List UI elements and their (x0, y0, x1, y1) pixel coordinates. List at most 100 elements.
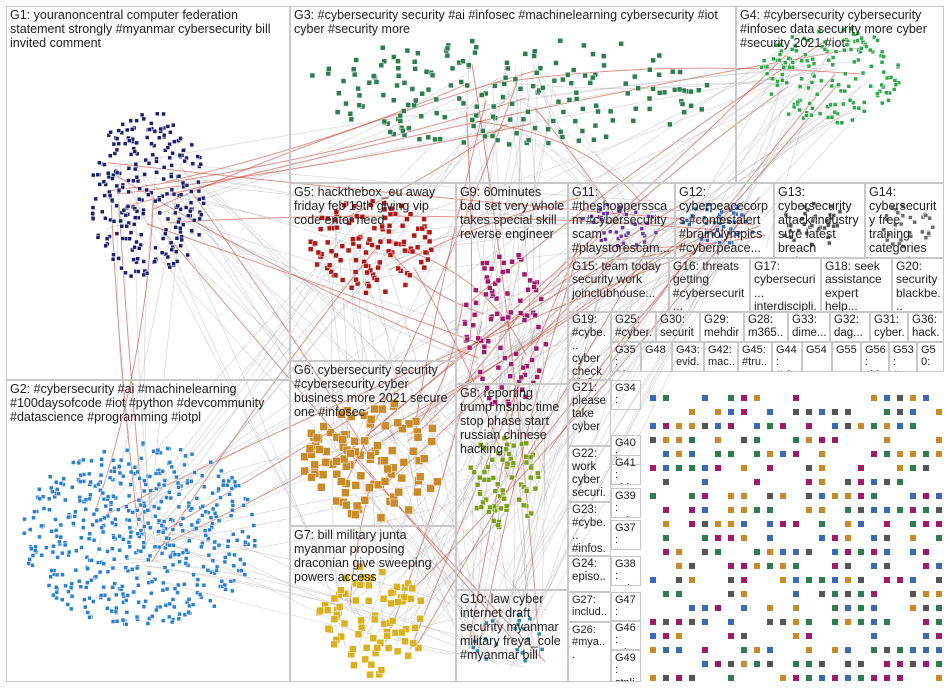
graph-node (806, 465, 812, 471)
group-label: G39: cyb... (615, 490, 638, 518)
graph-node (819, 521, 825, 527)
graph-node (923, 465, 929, 471)
graph-node (936, 591, 942, 597)
group-box-g10: G10: law cyber internet draft security m… (456, 590, 568, 682)
graph-node (702, 647, 708, 653)
group-label: G2: #cybersecurity #ai #machinelearning … (10, 382, 287, 424)
group-box-g35: G35: 10... (611, 342, 641, 372)
graph-node (741, 591, 747, 597)
graph-node (702, 493, 708, 499)
graph-node (936, 535, 942, 541)
graph-node (897, 647, 903, 653)
graph-node (897, 577, 903, 583)
graph-node (767, 521, 773, 527)
graph-node (845, 507, 851, 513)
group-label: G23: #cybe... #infos... #infos... (572, 504, 608, 556)
graph-node (923, 521, 929, 527)
group-label: G14: cybersecurity free training categor… (869, 185, 941, 258)
graph-node (754, 507, 760, 513)
graph-node (819, 675, 825, 681)
graph-node (754, 437, 760, 443)
graph-node (858, 675, 864, 681)
graph-node (728, 451, 734, 457)
graph-node (897, 479, 903, 485)
group-label: G22: work cyber securi... (572, 448, 608, 502)
graph-node (858, 423, 864, 429)
graph-node (702, 619, 708, 625)
group-label: G54 (806, 344, 829, 356)
graph-node (806, 423, 812, 429)
graph-node (793, 563, 799, 569)
graph-node (806, 479, 812, 485)
group-box-g28: G28: m365... (744, 312, 788, 342)
graph-node (936, 619, 942, 625)
group-box-g19: G19: #cybe... cyber check #infos... (568, 312, 611, 380)
group-box-g15: G15: team today security work joinclubho… (568, 258, 669, 312)
graph-node (845, 675, 851, 681)
graph-node (871, 549, 877, 555)
graph-node (754, 451, 760, 457)
group-label: G38: gni... (615, 558, 638, 586)
graph-node (702, 661, 708, 667)
graph-node (923, 451, 929, 457)
group-box-g49: G49: stpli... (611, 650, 641, 682)
graph-node (923, 507, 929, 513)
group-label: G1: youranoncentral computer federation … (10, 8, 287, 50)
graph-node (910, 521, 916, 527)
group-label: G32: dag... (834, 314, 867, 340)
group-label: G53: #cy... (893, 344, 914, 372)
graph-node (780, 675, 786, 681)
graph-node (819, 535, 825, 541)
graph-node (832, 647, 838, 653)
graph-node (676, 437, 682, 443)
graph-node (754, 661, 760, 667)
graph-node (845, 549, 851, 555)
graph-node (728, 395, 734, 401)
graph-node (767, 423, 773, 429)
graph-node (676, 465, 682, 471)
graph-node (832, 409, 838, 415)
graph-node (923, 493, 929, 499)
graph-node (936, 507, 942, 513)
graph-node (767, 605, 773, 611)
graph-node (754, 647, 760, 653)
graph-node (845, 661, 851, 667)
graph-node (923, 647, 929, 653)
graph-node (650, 423, 656, 429)
graph-node (663, 633, 669, 639)
graph-node (741, 507, 747, 513)
graph-node (806, 647, 812, 653)
graph-node (676, 591, 682, 597)
graph-node (728, 591, 734, 597)
graph-node (923, 605, 929, 611)
graph-node (884, 395, 890, 401)
graph-node (910, 465, 916, 471)
group-box-g12: G12: cyberpeacecorps #contestalert #brai… (675, 183, 774, 258)
graph-node (663, 479, 669, 485)
group-label: G9: 60minutes bad set very whole takes s… (460, 185, 565, 241)
graph-node (780, 619, 786, 625)
graph-node (897, 451, 903, 457)
graph-node (819, 409, 825, 415)
graph-node (676, 549, 682, 555)
graph-node (663, 521, 669, 527)
graph-node (715, 409, 721, 415)
graph-node (728, 619, 734, 625)
group-label: G6: cybersecurity security #cybersecurit… (294, 363, 453, 419)
group-box-g48: G48 (641, 342, 672, 372)
graph-node (715, 549, 721, 555)
graph-node (871, 479, 877, 485)
graph-node (910, 647, 916, 653)
graph-node (819, 577, 825, 583)
group-box-g38: G38: gni... (611, 556, 641, 586)
group-box-g33: G33: dime... (788, 312, 830, 342)
graph-node (845, 535, 851, 541)
graph-node (663, 591, 669, 597)
group-label: G13: cybersecurity attack industry sure … (778, 185, 862, 258)
graph-node (871, 563, 877, 569)
group-box-g8: G8: reporting trump msnbc time stop phas… (456, 384, 568, 590)
graph-node (741, 465, 747, 471)
graph-node (923, 395, 929, 401)
graph-node (676, 619, 682, 625)
group-box-g39: G39: cyb... (611, 488, 641, 518)
